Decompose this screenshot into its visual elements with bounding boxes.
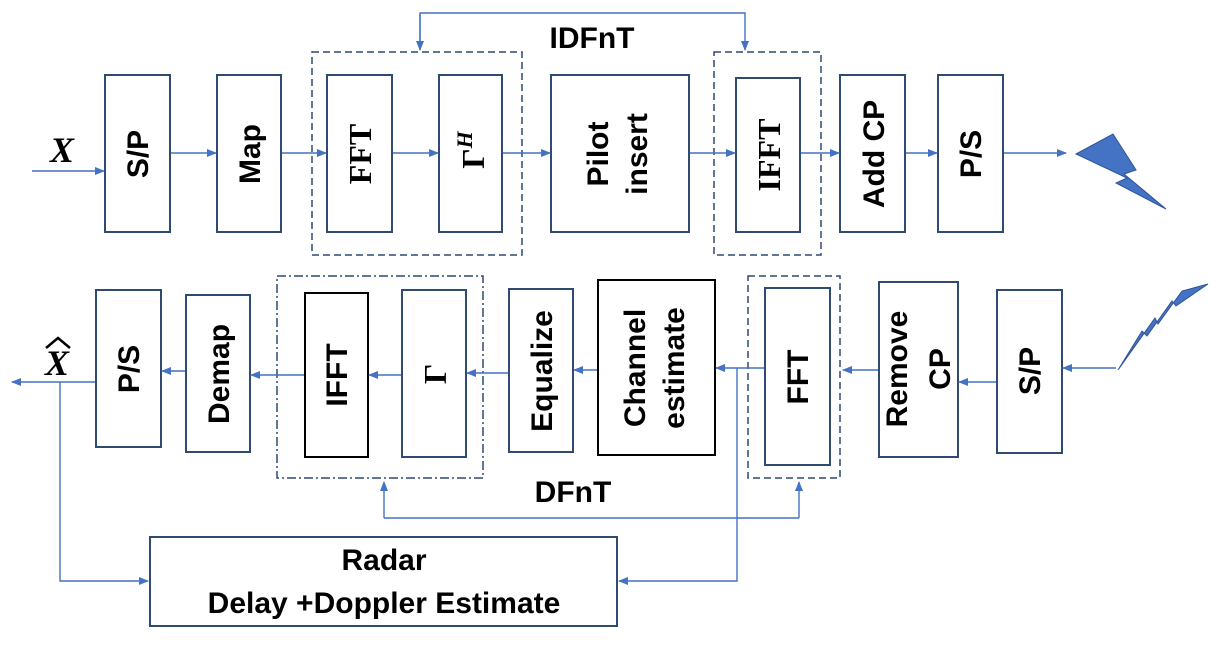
gamma-h-block: [438, 74, 503, 233]
radar-wire-left: [59, 382, 149, 585]
tx-sp-label: S/P: [122, 130, 155, 178]
dfnt-group-box: [276, 275, 484, 479]
tx-sp-block: [104, 74, 171, 233]
tx-ifft-block: [735, 77, 801, 233]
cp-label: CP: [924, 348, 957, 390]
estimate-label: estimate: [658, 307, 691, 429]
rx-lightning-icon: [1117, 283, 1209, 371]
tx-fft-block: [326, 74, 393, 233]
tx-ifft-label: IFFT: [751, 119, 787, 192]
rx-sp-block: [996, 289, 1063, 454]
rx-fft-label: FFT: [782, 350, 815, 405]
rx-sp-label: S/P: [1014, 347, 1047, 395]
channel-label: Channel: [619, 309, 652, 427]
gamma-label: Γ: [417, 364, 453, 384]
demap-label: Demap: [203, 324, 236, 424]
output-x-label: X: [44, 343, 70, 383]
radar-block: [149, 536, 618, 627]
add-cp-block: [839, 74, 906, 233]
rx-ifft-label: IFFT: [321, 343, 354, 406]
radar-sub-label: Delay +Doppler Estimate: [208, 587, 561, 620]
remove-cp-block: [878, 281, 959, 458]
map-label: Map: [234, 124, 267, 184]
channel-estimate-block: [597, 279, 716, 456]
demap-block: [185, 294, 251, 453]
idfnt-label: IDFnT: [550, 22, 635, 55]
equalize-label: Equalize: [526, 310, 559, 432]
rx-fft-block: [764, 287, 831, 466]
dfnt-label: DFnT: [535, 476, 612, 509]
radar-wire-right: [618, 368, 738, 585]
tx-fft-label: FFT: [342, 124, 378, 184]
insert-label: insert: [621, 113, 654, 195]
rx-ps-label: P/S: [113, 345, 146, 393]
gamma-block: [401, 289, 467, 458]
tx-lightning-icon: [1074, 133, 1167, 210]
map-block: [216, 74, 282, 233]
rx-fft-group-box: [747, 275, 841, 479]
rx-ifft-block: [304, 292, 369, 458]
add-cp-label: Add CP: [858, 100, 891, 208]
tx-ps-block: [937, 74, 1004, 233]
radar-label: Radar: [341, 544, 426, 577]
pilot-insert-block: [550, 74, 690, 233]
input-x-label: X: [49, 130, 75, 170]
output-hat: [45, 336, 71, 349]
tx-ps-label: P/S: [955, 130, 988, 178]
equalize-block: [508, 288, 574, 453]
pilot-label: Pilot: [582, 121, 615, 186]
gamma-h-label: ΓH: [452, 130, 491, 168]
remove-label: Remove: [881, 311, 914, 428]
